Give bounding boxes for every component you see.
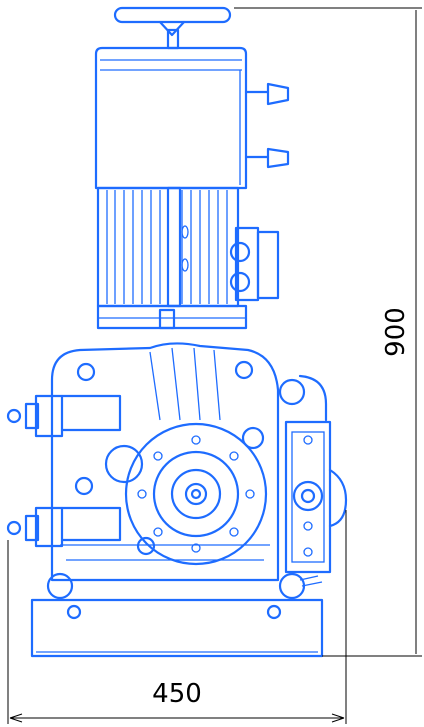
gearbox-housing (50, 342, 280, 582)
left-bracket-lower (6, 506, 122, 548)
release-lever-lower (244, 147, 290, 169)
width-dimension-label: 450 (152, 679, 202, 709)
left-bracket-upper (6, 394, 122, 438)
mounting-feet (46, 572, 323, 600)
release-lever-upper (244, 82, 290, 106)
handwheel (113, 6, 232, 50)
height-dimension-label: 900 (381, 307, 411, 357)
brake-cover (94, 46, 248, 190)
height-dimension: 900 (234, 7, 422, 657)
output-flange (124, 422, 268, 566)
side-cover (278, 374, 348, 574)
width-dimension: 450 (7, 510, 347, 724)
motor-body (96, 186, 240, 308)
base-plate (30, 598, 324, 658)
motor-flange (96, 304, 248, 330)
terminal-box (229, 226, 280, 302)
